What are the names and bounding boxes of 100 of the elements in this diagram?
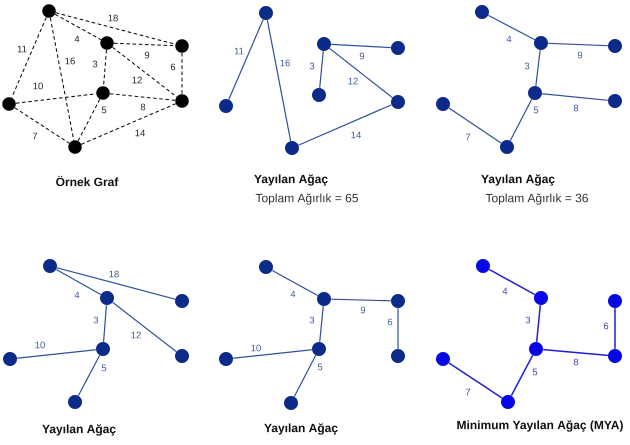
graph-vertex <box>43 259 57 273</box>
edge-label: 5 <box>100 364 108 372</box>
panel-title: Örnek Graf <box>56 176 118 186</box>
edge-label: 12 <box>347 77 359 85</box>
graph-edge <box>56 267 176 300</box>
graph-edge <box>17 349 96 359</box>
edge-label: 8 <box>140 103 146 111</box>
edge-label: 7 <box>32 132 38 140</box>
edge-label: 5 <box>100 106 108 114</box>
graph-edge <box>298 104 392 146</box>
subtitle: Toplam Ağırlık = 65 <box>256 193 358 205</box>
graph-edge <box>103 49 107 87</box>
edge-label: 12 <box>130 331 142 339</box>
edge-label: 7 <box>464 133 472 141</box>
graph-edge <box>548 42 608 46</box>
graph-edge <box>80 103 176 145</box>
graph-edge <box>319 306 324 342</box>
graph-edge <box>55 12 176 45</box>
graph-edge <box>331 298 391 302</box>
edge-label: 10 <box>34 341 46 349</box>
graph-vertex <box>436 97 450 111</box>
graph-vertex <box>175 349 189 363</box>
edge-label: 3 <box>308 316 316 324</box>
edge-label: 11 <box>16 45 28 53</box>
edge-label: 6 <box>170 63 176 71</box>
edge-label: 9 <box>358 52 366 60</box>
edge-label: 5 <box>532 368 538 376</box>
graph-edge <box>329 48 393 98</box>
edge-label: 14 <box>350 131 362 139</box>
graph-edge <box>397 308 399 349</box>
graph-vertex <box>608 39 622 53</box>
graph-vertex <box>391 41 405 55</box>
graph-edge <box>109 93 176 101</box>
graph-edge <box>112 46 177 98</box>
edge-label: 10 <box>250 344 262 352</box>
edge-label: 16 <box>279 59 291 67</box>
graph-vertex <box>475 5 489 19</box>
graph-vertex <box>259 6 273 20</box>
graph-edge <box>319 51 324 88</box>
edge-label: 8 <box>572 358 580 366</box>
graph-edge <box>543 348 608 356</box>
graph-edge <box>488 268 536 296</box>
edge-label: 18 <box>107 14 119 22</box>
edge-label: 4 <box>74 291 80 299</box>
edge-label: 9 <box>144 51 150 59</box>
edge-label: 3 <box>524 62 530 70</box>
graph-edge <box>542 93 608 101</box>
graph-edge <box>102 305 108 342</box>
graph-vertex <box>2 97 16 111</box>
graph-vertex <box>608 294 622 308</box>
graph-edge <box>56 269 102 295</box>
graph-edge <box>233 349 312 359</box>
graph-edge <box>448 108 502 144</box>
panel-title: Yayılan Ağaç <box>254 174 328 186</box>
graph-vertex <box>100 36 114 50</box>
graph-vertex <box>317 37 331 51</box>
graph-vertex <box>608 94 622 108</box>
graph-vertex <box>529 342 543 356</box>
graph-edge <box>54 14 102 40</box>
graph-edge <box>488 14 535 40</box>
edge-label: 3 <box>92 60 98 68</box>
panel-title: Yayılan Ağaç <box>42 424 116 436</box>
graph-edge <box>112 302 177 352</box>
graph-edge <box>535 50 541 86</box>
graph-vertex <box>68 140 82 154</box>
graph-vertex <box>96 342 110 356</box>
graph-edge <box>78 98 100 142</box>
edge-label: 16 <box>64 57 76 65</box>
graph-edge <box>448 362 502 399</box>
edge-label: 8 <box>572 104 580 112</box>
graph-vertex <box>391 349 405 363</box>
graph-edge <box>614 308 616 349</box>
graph-edge <box>228 19 264 100</box>
graph-vertex <box>175 294 189 308</box>
graph-vertex <box>285 141 299 155</box>
graph-vertex <box>528 86 542 100</box>
graph-edge <box>510 355 534 396</box>
edge-label: 3 <box>308 62 316 70</box>
graph-vertex <box>68 395 82 409</box>
panel-title: Yayılan Ağaç <box>264 423 338 435</box>
edge-label: 5 <box>532 106 540 114</box>
graph-edge <box>266 20 292 142</box>
graph-vertex <box>219 352 233 366</box>
graph-vertex <box>391 294 405 308</box>
graph-vertex <box>312 342 326 356</box>
edge-label: 14 <box>134 129 146 137</box>
graph-vertex <box>436 352 450 366</box>
edge-label: 6 <box>602 322 610 330</box>
edge-label: 11 <box>233 47 245 55</box>
graph-edge <box>331 44 391 48</box>
graph-vertex <box>534 36 548 50</box>
graph-vertex <box>96 86 110 100</box>
graph-vertex <box>500 140 514 154</box>
graph-vertex <box>175 94 189 108</box>
edge-label: 4 <box>506 35 512 43</box>
edge-label: 5 <box>316 363 324 371</box>
edge-label: 9 <box>360 306 366 314</box>
graph-edge <box>510 99 532 141</box>
edge-label: 9 <box>576 51 584 59</box>
graph-vertex <box>501 395 515 409</box>
